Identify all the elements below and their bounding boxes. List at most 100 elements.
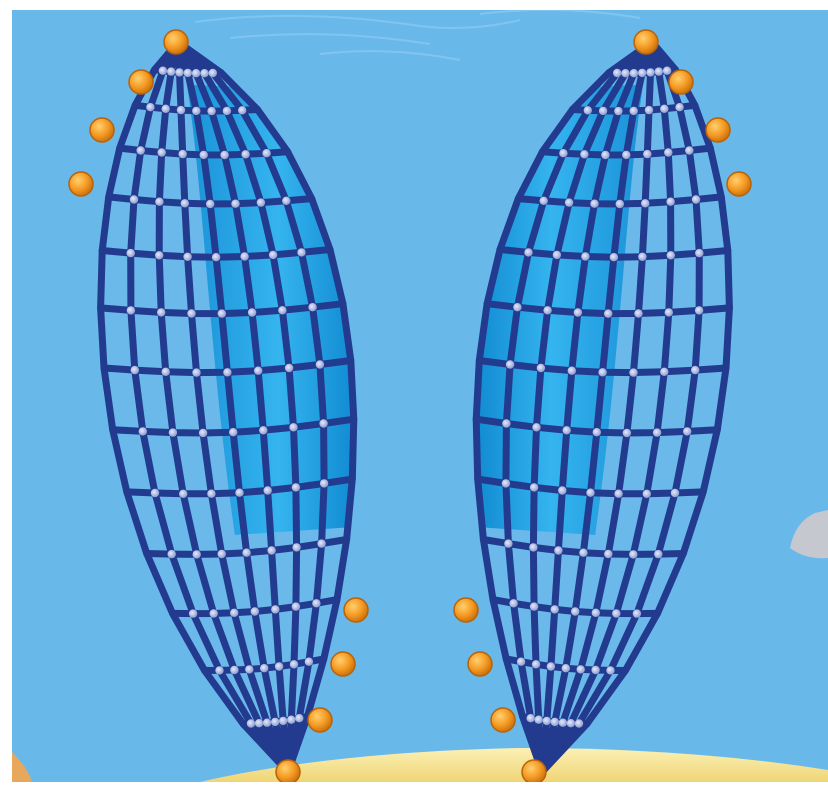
net-knot xyxy=(271,718,279,726)
net-knot xyxy=(263,719,271,727)
net-knot xyxy=(146,103,154,111)
net-knot xyxy=(629,550,637,558)
net-knot xyxy=(199,429,207,437)
float-buoy[interactable] xyxy=(522,760,546,782)
float-buoy[interactable] xyxy=(90,118,114,142)
net-knot xyxy=(606,666,614,674)
net-knot xyxy=(502,479,510,487)
net-knot xyxy=(320,479,328,487)
net-knot xyxy=(223,107,231,115)
net-knot xyxy=(535,716,543,724)
net-knot xyxy=(279,717,287,725)
net-knot xyxy=(622,151,630,159)
net-knot xyxy=(553,251,561,259)
net-knot xyxy=(685,146,693,154)
net-knot xyxy=(601,151,609,159)
net-knot xyxy=(616,200,624,208)
net-knot xyxy=(634,309,642,317)
net-knot xyxy=(248,308,256,316)
net-knot xyxy=(207,490,215,498)
net-knot xyxy=(193,550,201,558)
net-knot xyxy=(241,150,249,158)
net-knot xyxy=(506,360,514,368)
net-knot xyxy=(558,486,566,494)
net-knot xyxy=(157,308,165,316)
net-knot xyxy=(695,249,703,257)
net-knot xyxy=(240,252,248,260)
net-knot xyxy=(675,103,683,111)
float-buoy[interactable] xyxy=(276,760,300,782)
net-knot xyxy=(220,151,228,159)
net-knot xyxy=(543,306,551,314)
net-knot xyxy=(592,609,600,617)
net-knot xyxy=(532,660,540,668)
net-knot xyxy=(559,149,567,157)
net-knot xyxy=(575,719,583,727)
net-knot xyxy=(543,717,551,725)
net-knot xyxy=(181,199,189,207)
net-knot xyxy=(579,549,587,557)
net-knot xyxy=(251,607,259,615)
net-knot xyxy=(598,368,606,376)
net-knot xyxy=(562,664,570,672)
net-knot xyxy=(292,483,300,491)
float-buoy[interactable] xyxy=(69,172,93,196)
net-knot xyxy=(604,309,612,317)
net-knot xyxy=(610,253,618,261)
net-knot xyxy=(162,368,170,376)
net-knot xyxy=(612,609,620,617)
net-knot xyxy=(158,148,166,156)
float-buoy[interactable] xyxy=(634,30,658,54)
net-knot xyxy=(540,197,548,205)
float-buoy[interactable] xyxy=(706,118,730,142)
net-knot xyxy=(509,599,517,607)
float-buoy[interactable] xyxy=(669,70,693,94)
net-knot xyxy=(671,489,679,497)
net-knot xyxy=(282,197,290,205)
float-buoy[interactable] xyxy=(129,70,153,94)
net-knot xyxy=(633,609,641,617)
net-knot xyxy=(654,550,662,558)
net-knot xyxy=(177,106,185,114)
net-knot xyxy=(127,306,135,314)
scene-canvas xyxy=(12,10,828,782)
float-buoy[interactable] xyxy=(468,652,492,676)
net-knot xyxy=(155,251,163,259)
float-buoy[interactable] xyxy=(308,708,332,732)
net-knot xyxy=(319,419,327,427)
net-knot xyxy=(667,251,675,259)
net-knot xyxy=(260,664,268,672)
net-knot xyxy=(127,249,135,257)
net-knot xyxy=(563,426,571,434)
net-knot xyxy=(567,719,575,727)
net-knot xyxy=(537,364,545,372)
float-buoy[interactable] xyxy=(454,598,478,622)
net-knot xyxy=(183,253,191,261)
net-knot xyxy=(692,195,700,203)
net-knot xyxy=(655,67,663,75)
net-knot xyxy=(162,105,170,113)
net-knot xyxy=(551,718,559,726)
net-knot xyxy=(229,428,237,436)
net-knot xyxy=(559,719,567,727)
net-knot xyxy=(646,68,654,76)
net-knot xyxy=(530,483,538,491)
float-buoy[interactable] xyxy=(727,172,751,196)
float-buoy[interactable] xyxy=(491,708,515,732)
float-buoy[interactable] xyxy=(164,30,188,54)
net-knot xyxy=(290,660,298,668)
net-knot xyxy=(269,251,277,259)
float-buoy[interactable] xyxy=(344,598,368,622)
net-knot xyxy=(254,367,262,375)
net-knot xyxy=(581,252,589,260)
net-knot xyxy=(665,308,673,316)
net-knot xyxy=(530,602,538,610)
float-buoy[interactable] xyxy=(331,652,355,676)
net-knot xyxy=(210,609,218,617)
net-knot xyxy=(664,148,672,156)
net-knot xyxy=(584,106,592,114)
net-knot xyxy=(287,716,295,724)
net-knot xyxy=(247,719,255,727)
net-knot xyxy=(297,248,305,256)
net-knot xyxy=(289,423,297,431)
